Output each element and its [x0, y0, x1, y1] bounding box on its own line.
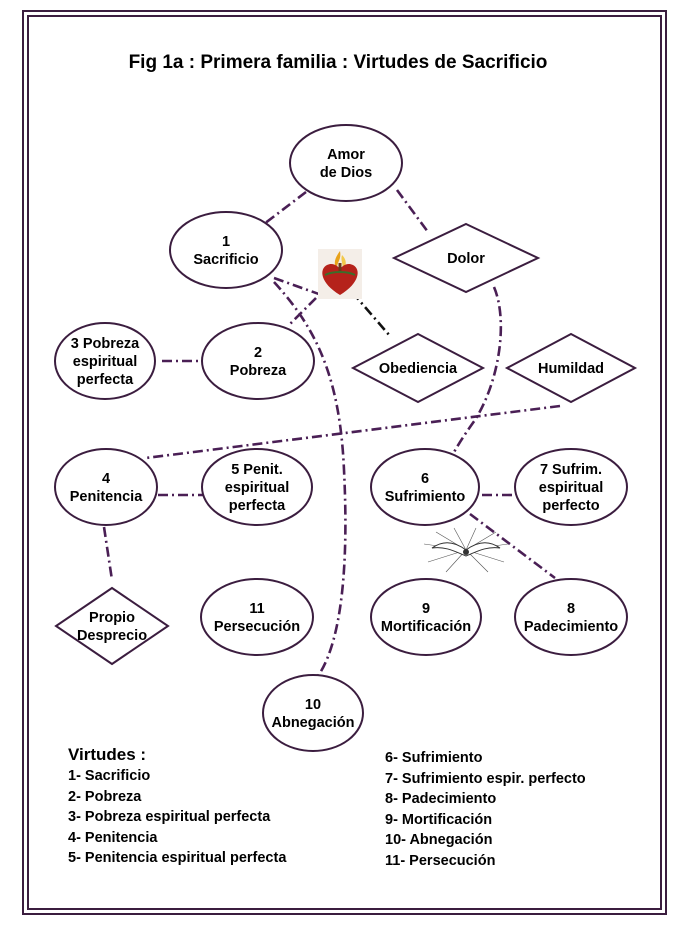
node-label: 2: [254, 345, 262, 361]
edge-heart-obediencia: [351, 291, 391, 337]
node-ellipse: [370, 448, 480, 526]
node-humildad: Humildad: [504, 332, 638, 404]
legend-item: 2- Pobreza: [68, 788, 142, 805]
node-label: Dolor: [447, 251, 485, 267]
node-label: perfecto: [542, 498, 599, 514]
node-label: perfecta: [77, 372, 134, 388]
edge-heart-pobreza: [289, 297, 317, 325]
node-label: Amor: [327, 147, 365, 163]
node-ellipse: [169, 211, 283, 289]
legend-item: 6- Sufrimiento: [385, 750, 483, 766]
node-dolor: Dolor: [391, 222, 541, 294]
node-label: Penitencia: [70, 489, 143, 505]
node-label: 6: [421, 471, 429, 487]
legend-item: 11- Persecución: [385, 852, 496, 869]
node-ellipse: [262, 674, 364, 752]
node-label: 5 Penit.: [231, 462, 283, 478]
node-label: 7 Sufrim.: [540, 462, 602, 478]
edge-sufrimiento-padecimiento: [469, 512, 556, 580]
edge-amor-dolor: [395, 189, 430, 233]
node-label: Humildad: [538, 361, 604, 377]
node-diamond: [350, 332, 486, 404]
node-ellipse: [514, 578, 628, 656]
node-label: de Dios: [320, 165, 372, 181]
figure-title: Fig 1a : Primera familia : Virtudes de S…: [128, 52, 548, 73]
node-label: Sufrimiento: [385, 489, 466, 505]
node-label: 8: [567, 601, 575, 617]
decorations: [318, 249, 509, 573]
node-diamond: [54, 586, 170, 666]
node-label: espiritual: [225, 480, 289, 496]
node-label: 1: [222, 234, 230, 250]
node-label: 9: [422, 601, 430, 617]
node-label: espiritual: [73, 354, 137, 370]
node-label: Obediencia: [379, 361, 458, 377]
node-ellipse: [514, 448, 628, 526]
outer-border: [22, 10, 667, 915]
node-label: 11: [249, 601, 264, 617]
legend-item: 7- Sufrimiento espir. perfecto: [385, 770, 586, 787]
node-ellipse: [201, 322, 315, 400]
node-ellipse: [54, 322, 156, 400]
node-diamond: [391, 222, 541, 294]
holy-spirit-dove-icon: [423, 527, 509, 573]
node-label: 10: [305, 697, 321, 713]
node-label: 4: [102, 471, 110, 487]
node-diamond: [504, 332, 638, 404]
edge-humildad-penitencia: [145, 404, 561, 460]
legend-item: 1- Sacrificio: [68, 768, 151, 784]
node-ellipse: [200, 578, 314, 656]
node-amor: Amor de Dios: [289, 124, 403, 202]
node-label: Persecución: [214, 619, 300, 635]
node-ellipse: [54, 448, 158, 526]
legend-right: 6- Sufrimiento 7- Sufrimiento espir. per…: [385, 748, 586, 871]
node-label: Abnegación: [272, 715, 355, 731]
node-label: Sacrificio: [193, 252, 258, 268]
legend-title: Virtudes :: [68, 745, 147, 764]
legend-left: Virtudes : 1- Sacrificio 2- Pobreza 3- P…: [68, 745, 286, 869]
legend-item: 9- Mortificación: [385, 811, 493, 828]
node-label: Padecimiento: [524, 619, 618, 635]
node-pobreza_esp: 3 Pobreza espiritual perfecta: [54, 322, 156, 400]
node-label: 3 Pobreza: [71, 336, 140, 352]
legend-item: 3- Pobreza espiritual perfecta: [68, 809, 271, 825]
node-label: Desprecio: [77, 628, 147, 644]
node-label: Propio: [89, 610, 135, 626]
node-label: Pobreza: [230, 363, 287, 379]
edge-amor-sacrificio: [263, 190, 307, 226]
node-ellipse: [201, 448, 313, 526]
sacred-heart-icon: [318, 249, 362, 299]
inner-border: [27, 15, 662, 910]
legend-item: 5- Penitencia espiritual perfecta: [68, 850, 287, 866]
legend-item: 4- Penitencia: [68, 829, 158, 846]
edge-dolor-sufrimiento: [450, 286, 503, 457]
node-penit_esp: 5 Penit. espiritual perfecta: [201, 448, 313, 526]
node-ellipse: [289, 124, 403, 202]
node-sufrim_esp: 7 Sufrim. espiritual perfecto: [514, 448, 628, 526]
node-label: Mortificación: [381, 619, 471, 635]
node-obediencia: Obediencia: [350, 332, 486, 404]
legend-item: 8- Padecimiento: [385, 791, 497, 807]
connector-lines: [102, 189, 561, 677]
node-ellipse: [370, 578, 482, 656]
node-label: perfecta: [229, 498, 286, 514]
edge-penitencia-propio: [102, 526, 114, 581]
node-label: espiritual: [539, 480, 603, 496]
legend-item: 10- Abnegación: [385, 832, 493, 848]
edge-sacrificio-abnegacion: [273, 281, 347, 677]
